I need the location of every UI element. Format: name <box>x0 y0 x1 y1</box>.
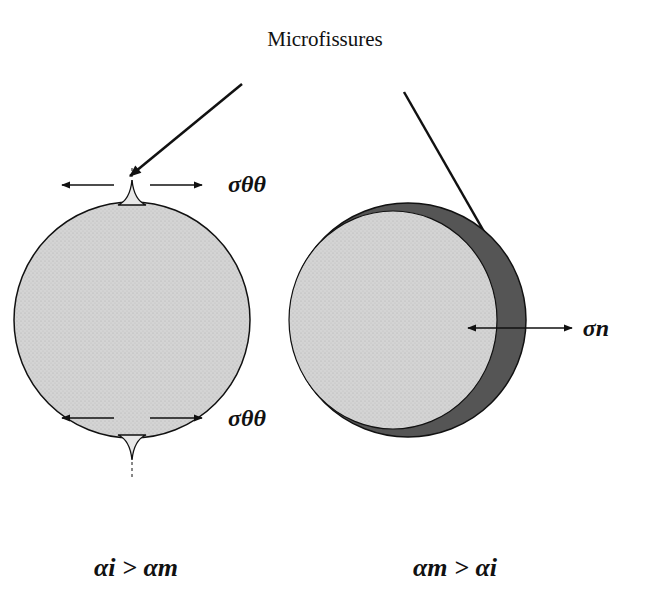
stress-arrow <box>62 184 114 186</box>
stress-label: σθθ <box>228 405 266 431</box>
microfissure <box>118 435 146 460</box>
stress-label: σn <box>583 315 609 341</box>
interface-gap <box>290 203 526 437</box>
title-label: Microfissures <box>267 28 382 51</box>
inclusion-circle <box>14 202 250 438</box>
stress-arrow <box>150 417 202 419</box>
condition-label: αm > αi <box>413 554 497 583</box>
stress-arrow <box>62 417 114 419</box>
stress-arrow <box>150 184 202 186</box>
inclusion-circle <box>289 211 497 429</box>
stress-label: σθθ <box>228 171 266 197</box>
microfissure <box>118 180 146 205</box>
stress-arrow <box>468 327 572 329</box>
leader-arrow <box>130 84 242 176</box>
condition-label: αi > αm <box>94 554 178 583</box>
